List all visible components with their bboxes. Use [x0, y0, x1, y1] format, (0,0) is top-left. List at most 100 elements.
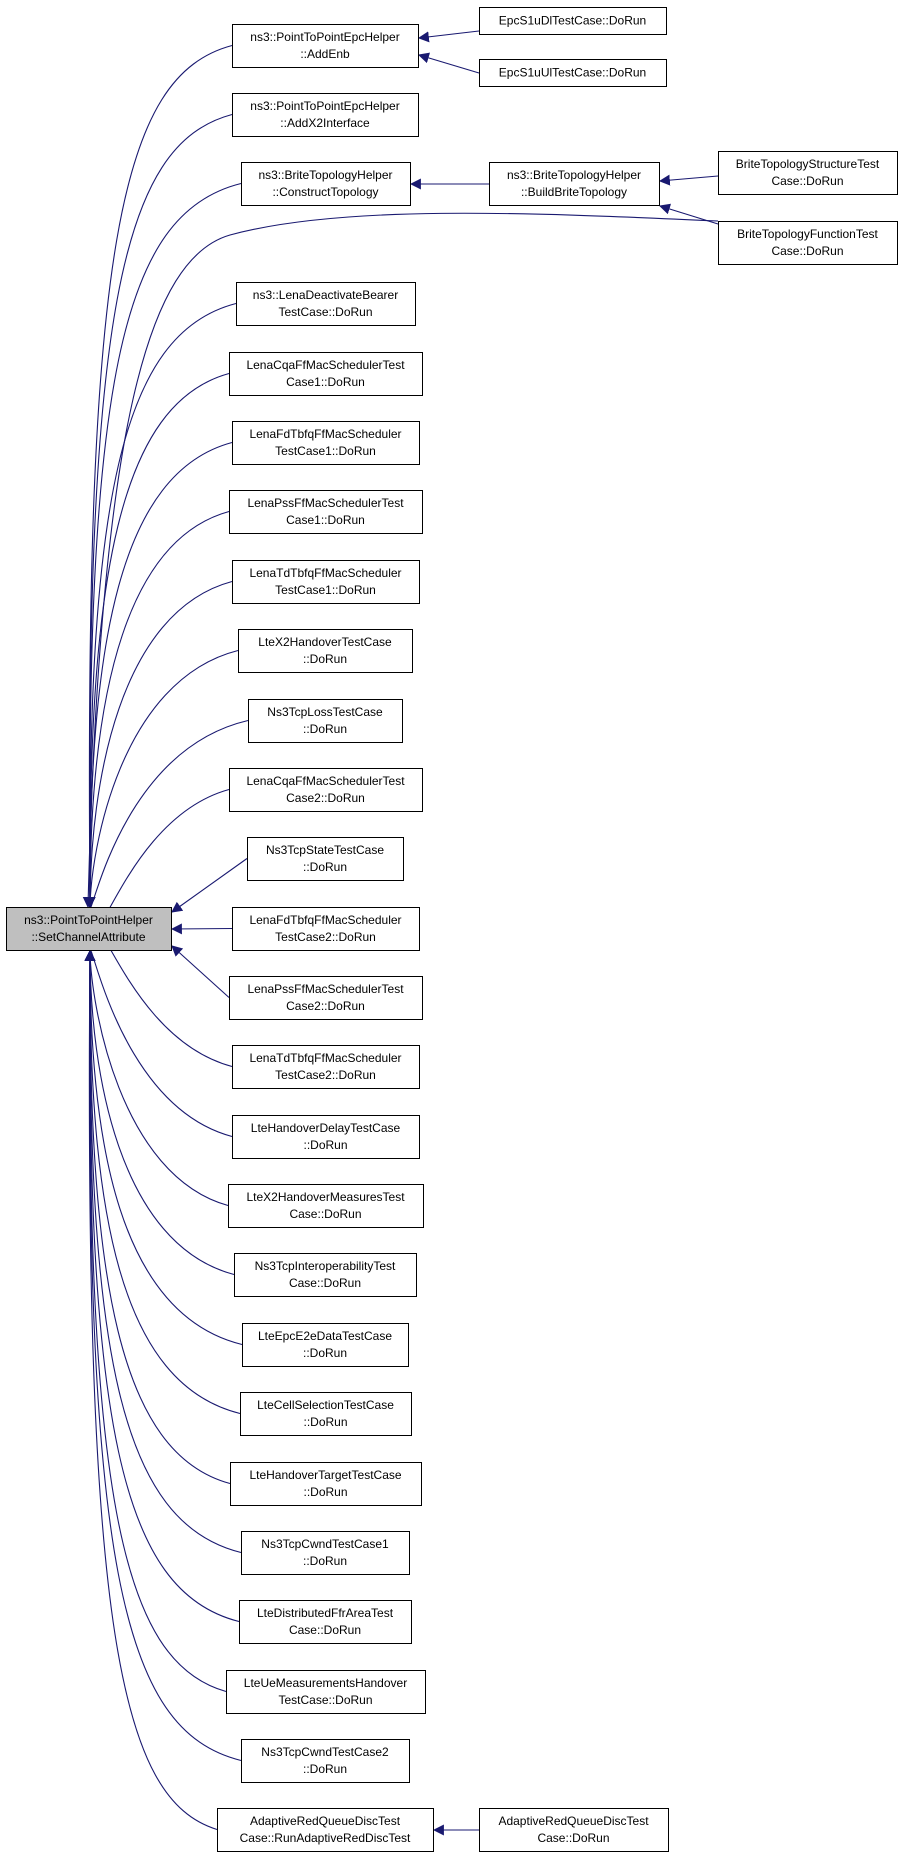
edge-caller-1-to-root	[84, 44, 233, 909]
edge-caller-10-to-root	[85, 719, 249, 918]
edge-caller-26-to-root	[84, 949, 218, 1831]
caller-node-10[interactable]: Ns3TcpLossTestCase::DoRun	[248, 699, 403, 743]
edge-caller-14-to-root	[171, 945, 230, 998]
caller-node-13-box	[232, 907, 420, 951]
caller-node-5-label-line2: Case1::DoRun	[286, 375, 365, 389]
secondary-node-3-box	[489, 162, 660, 206]
tertiary-node-2-box	[718, 221, 898, 265]
caller-node-25[interactable]: Ns3TcpCwndTestCase2::DoRun	[241, 1739, 410, 1783]
edge-caller-9-to-root	[84, 649, 239, 909]
edge-caller-18-to-root	[84, 949, 235, 1276]
edge-function-test-to-build	[658, 203, 719, 225]
caller-node-21-box	[230, 1462, 422, 1506]
edge-caller-22-to-root	[84, 949, 242, 1554]
caller-node-13-label-line2: TestCase2::DoRun	[275, 930, 376, 944]
edge-caller-16-to-root	[85, 940, 233, 1138]
edge-caller-2-to-root	[84, 113, 233, 909]
secondary-node-3[interactable]: ns3::BriteTopologyHelper::BuildBriteTopo…	[489, 162, 660, 206]
edge-caller-21-to-root	[84, 949, 231, 1485]
caller-node-3-box	[241, 162, 411, 206]
tertiary-node-2-label-line1: BriteTopologyFunctionTest	[737, 227, 878, 241]
caller-node-21[interactable]: LteHandoverTargetTestCase::DoRun	[230, 1462, 422, 1506]
secondary-node-1[interactable]: EpcS1uDlTestCase::DoRun	[479, 7, 667, 35]
edge-caller-8-to-root	[84, 580, 233, 909]
tertiary-node-1-box	[718, 151, 898, 195]
caller-node-7-label-line2: Case1::DoRun	[286, 513, 365, 527]
caller-node-12-label-line1: Ns3TcpStateTestCase	[266, 843, 384, 857]
caller-node-7-label-line1: LenaPssFfMacSchedulerTest	[247, 496, 404, 510]
caller-node-4-label-line2: TestCase::DoRun	[278, 305, 372, 319]
caller-node-11-label-line2: Case2::DoRun	[286, 791, 365, 805]
edge-caller-25-to-root	[84, 949, 242, 1762]
caller-node-12[interactable]: Ns3TcpStateTestCase::DoRun	[247, 837, 404, 881]
edge-caller-7-to-root	[84, 510, 230, 909]
caller-node-5-label-line1: LenaCqaFfMacSchedulerTest	[246, 358, 405, 372]
edges-layer	[82, 30, 719, 1836]
secondary-node-1-label-line1: EpcS1uDlTestCase::DoRun	[499, 14, 646, 28]
secondary-node-2[interactable]: EpcS1uUlTestCase::DoRun	[479, 59, 667, 87]
caller-node-9[interactable]: LteX2HandoverTestCase::DoRun	[238, 629, 413, 673]
caller-node-9-box	[238, 629, 413, 673]
caller-node-10-box	[248, 699, 403, 743]
caller-node-11-label-line1: LenaCqaFfMacSchedulerTest	[246, 774, 405, 788]
caller-node-10-label-line1: Ns3TcpLossTestCase	[267, 705, 383, 719]
caller-node-6-box	[232, 421, 420, 465]
root-node-label-line1: ns3::PointToPointHelper	[24, 913, 153, 927]
secondary-node-4-label-line1: AdaptiveRedQueueDiscTest	[498, 1814, 649, 1828]
caller-node-13-label-line1: LenaFdTbfqFfMacScheduler	[249, 913, 401, 927]
caller-node-15-box	[232, 1045, 420, 1089]
caller-node-10-label-line2: ::DoRun	[303, 722, 347, 736]
caller-node-1[interactable]: ns3::PointToPointEpcHelper::AddEnb	[232, 24, 419, 68]
caller-node-20-label-line2: ::DoRun	[303, 1415, 347, 1429]
edge-caller-5-to-root	[84, 372, 230, 909]
caller-node-2[interactable]: ns3::PointToPointEpcHelper::AddX2Interfa…	[232, 93, 419, 137]
caller-node-5-box	[229, 352, 423, 396]
caller-node-8-box	[232, 560, 420, 604]
caller-node-20-box	[240, 1392, 412, 1436]
caller-node-1-box	[232, 24, 419, 68]
caller-node-26[interactable]: AdaptiveRedQueueDiscTestCase::RunAdaptiv…	[217, 1808, 434, 1852]
caller-node-9-label-line1: LteX2HandoverTestCase	[258, 635, 392, 649]
caller-node-3[interactable]: ns3::BriteTopologyHelper::ConstructTopol…	[241, 162, 411, 206]
caller-node-26-label-line1: AdaptiveRedQueueDiscTest	[250, 1814, 401, 1828]
caller-node-15-label-line2: TestCase2::DoRun	[275, 1068, 376, 1082]
edge-caller-20-to-root	[84, 949, 241, 1415]
edge-caller-19-to-root	[84, 949, 243, 1346]
caller-node-11-box	[229, 768, 423, 812]
caller-node-7-box	[229, 490, 423, 534]
caller-node-14-label-line1: LenaPssFfMacSchedulerTest	[247, 982, 404, 996]
caller-node-4-label-line1: ns3::LenaDeactivateBearer	[253, 288, 398, 302]
tertiary-node-2-label-line2: Case::DoRun	[771, 244, 843, 258]
caller-node-25-label-line2: ::DoRun	[303, 1762, 347, 1776]
secondary-node-2-box	[479, 59, 667, 87]
caller-node-16[interactable]: LteHandoverDelayTestCase::DoRun	[232, 1115, 420, 1159]
caller-node-19-box	[242, 1323, 409, 1367]
edge-structure-test-to-build	[658, 174, 719, 186]
caller-node-23-box	[239, 1600, 412, 1644]
root-node[interactable]: ns3::PointToPointHelper::SetChannelAttri…	[6, 907, 172, 951]
edge-caller-17-to-root	[84, 949, 229, 1207]
caller-node-8-label-line2: TestCase1::DoRun	[275, 583, 376, 597]
caller-node-22[interactable]: Ns3TcpCwndTestCase1::DoRun	[241, 1531, 410, 1575]
root-node-box	[6, 907, 172, 951]
caller-node-4-box	[236, 282, 416, 326]
caller-node-20[interactable]: LteCellSelectionTestCase::DoRun	[240, 1392, 412, 1436]
caller-node-19[interactable]: LteEpcE2eDataTestCase::DoRun	[242, 1323, 409, 1367]
